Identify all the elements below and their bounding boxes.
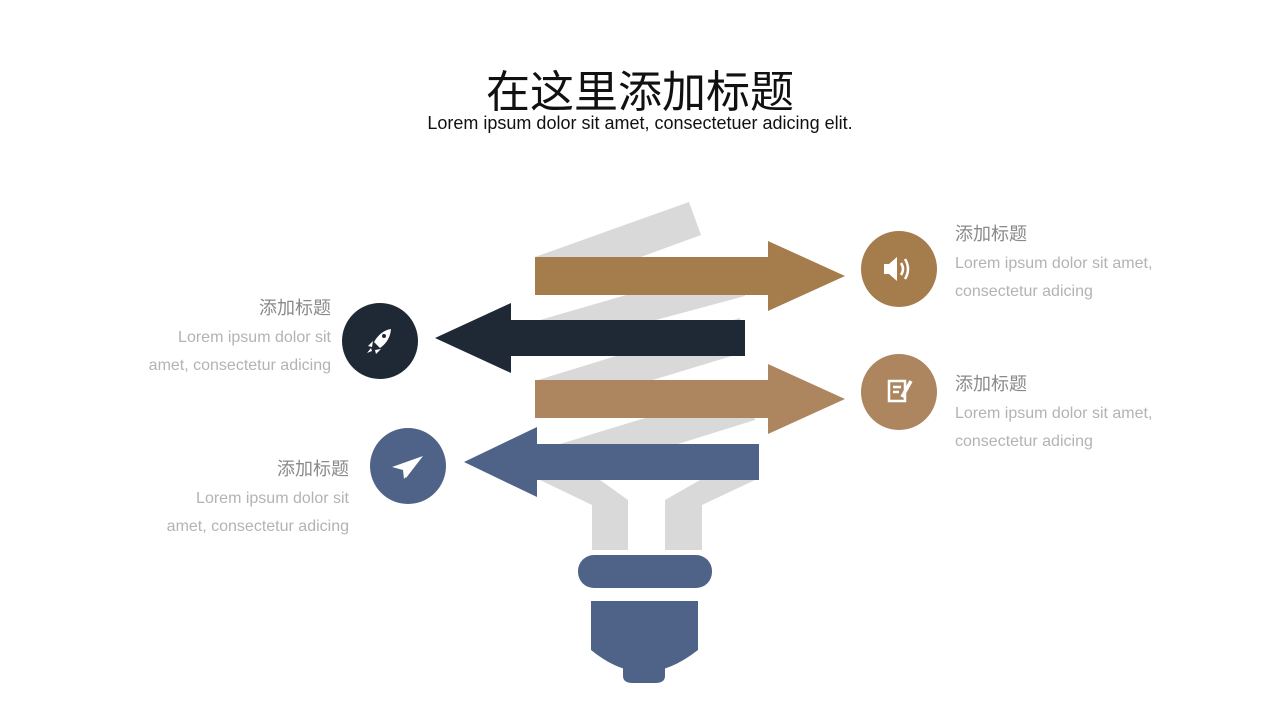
item-text-line: amet, consectetur adicing [148, 357, 331, 374]
note-circle [861, 354, 937, 430]
item-text-line: Lorem ipsum dolor sit [196, 490, 349, 507]
paper-plane-icon [392, 456, 423, 479]
arrow-right-1 [535, 241, 845, 311]
item-text-line: amet, consectetur adicing [166, 518, 349, 535]
item-block-2: 添加标题 Lorem ipsum dolor sit amet, consect… [71, 294, 331, 380]
item-block-3: 添加标题 Lorem ipsum dolor sit amet, consect… [955, 370, 1215, 456]
item-block-4: 添加标题 Lorem ipsum dolor sit amet, consect… [89, 455, 349, 541]
item-heading: 添加标题 [259, 298, 331, 319]
spiral-leg-left [540, 480, 628, 550]
page-title: 在这里添加标题 [486, 67, 794, 118]
arrow-right-3 [535, 364, 845, 434]
bulb-spiral [535, 202, 755, 550]
item-text-line: Lorem ipsum dolor sit amet, [955, 255, 1153, 272]
arrow-left-4 [464, 427, 759, 497]
speaker-icon [884, 257, 910, 281]
note-edit-icon [887, 379, 913, 403]
item-heading: 添加标题 [955, 224, 1027, 245]
item-block-1: 添加标题 Lorem ipsum dolor sit amet, consect… [955, 220, 1215, 306]
item-text-line: Lorem ipsum dolor sit amet, [955, 405, 1153, 422]
arrow-left-2 [435, 303, 745, 373]
spiral-leg-right [665, 480, 755, 550]
rocket-icon [367, 329, 391, 354]
bulb-cap [578, 555, 712, 588]
spiral-band-1 [535, 202, 701, 272]
item-heading: 添加标题 [277, 459, 349, 480]
rocket-circle [342, 303, 418, 379]
page-subtitle: Lorem ipsum dolor sit amet, consectetuer… [427, 113, 853, 133]
item-text-line: Lorem ipsum dolor sit [178, 329, 331, 346]
bulb-tip [623, 668, 665, 683]
speaker-circle [861, 231, 937, 307]
plane-circle [370, 428, 446, 504]
bulb-base [591, 601, 698, 672]
item-heading: 添加标题 [955, 374, 1027, 395]
item-text-line: consectetur adicing [955, 433, 1093, 450]
item-text-line: consectetur adicing [955, 283, 1093, 300]
